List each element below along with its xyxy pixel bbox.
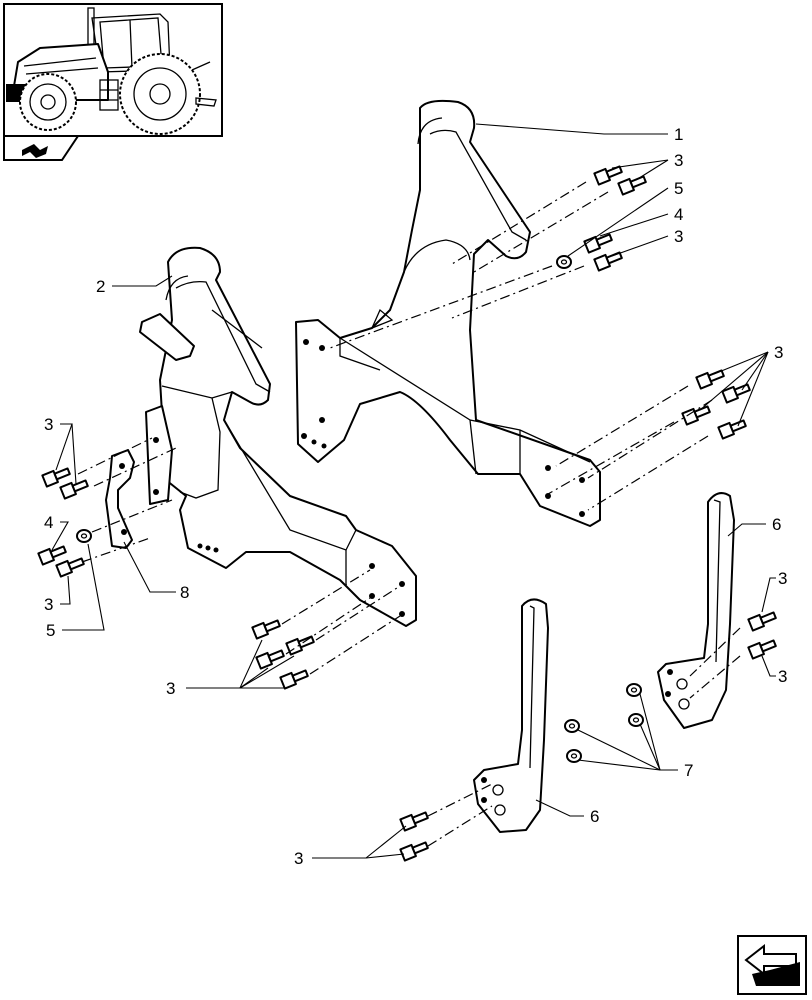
section-arrow-icon [3, 135, 80, 161]
callout-4: 4 [674, 205, 683, 224]
callout-8: 8 [180, 583, 189, 602]
callout-3: 3 [44, 595, 53, 614]
leader-lines [51, 123, 776, 859]
callout-6: 6 [590, 807, 599, 826]
bracket-left-part-2 [139, 246, 417, 627]
tractor-thumbnail-icon [3, 3, 223, 137]
l-plate-right-part-6 [657, 492, 735, 729]
callout-3: 3 [44, 415, 53, 434]
callout-5: 5 [674, 179, 683, 198]
washer-icon [76, 255, 644, 763]
callout-1: 1 [674, 125, 683, 144]
callout-7: 7 [684, 761, 693, 780]
callout-3: 3 [166, 679, 175, 698]
callout-3: 3 [774, 343, 783, 362]
callout-3: 3 [674, 151, 683, 170]
callout-2: 2 [96, 277, 105, 296]
bolt-icon [37, 165, 777, 862]
callout-6: 6 [772, 515, 781, 534]
callout-4: 4 [44, 513, 53, 532]
assembly-lines [77, 181, 741, 847]
l-plate-left-part-6 [473, 598, 549, 833]
callout-5: 5 [46, 621, 55, 640]
next-page-arrow-icon[interactable] [737, 935, 807, 995]
callout-3: 3 [778, 569, 787, 588]
callout-3: 3 [674, 227, 683, 246]
callout-3: 3 [294, 849, 303, 868]
bracket-right-part-1 [295, 99, 601, 527]
callout-3: 3 [778, 667, 787, 686]
plate-part-8 [105, 449, 135, 549]
callout-labels: 1 3 5 4 3 2 3 3 4 3 5 8 6 3 3 3 7 6 3 [44, 125, 787, 868]
